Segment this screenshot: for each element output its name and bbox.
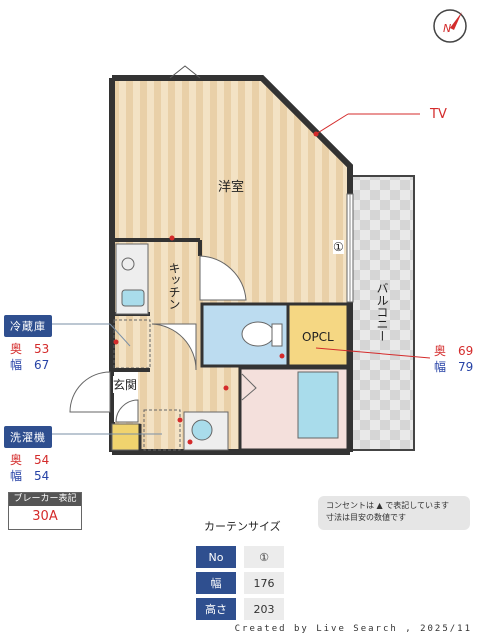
breaker-value: 30A: [32, 509, 58, 524]
room-label-balcony: バルコニー: [375, 282, 389, 342]
curtain-row-value: ①: [244, 546, 284, 568]
curtain-row-label: 高さ: [196, 598, 236, 620]
curtain-row: 幅 176: [196, 572, 284, 594]
room-label-opcl: OPCL: [302, 330, 334, 344]
note-line-1: コンセントは ▲ で表記しています: [326, 501, 449, 510]
breaker-title: ブレーカー表記: [9, 493, 81, 506]
fridge-tag: 冷蔵庫: [4, 315, 52, 337]
curtain-row-value: 176: [244, 572, 284, 594]
note-line-2: 寸法は目安の数値です: [326, 513, 406, 522]
room-label-entrance: 玄関: [113, 376, 138, 393]
room-label-western: 洋室: [218, 180, 245, 195]
tv-label: TV: [430, 107, 447, 122]
curtain-row-value: 203: [244, 598, 284, 620]
curtain-row: No ①: [196, 546, 284, 568]
room-label-kitchen: キッチン: [167, 262, 181, 310]
note-box: コンセントは ▲ で表記しています 寸法は目安の数値です: [318, 496, 470, 530]
curtain-row: 高さ 203: [196, 598, 284, 620]
window-marker: ①: [333, 240, 344, 254]
curtain-row-label: No: [196, 546, 236, 568]
washer-tag: 洗濯機: [4, 426, 52, 448]
breaker-box: ブレーカー表記 30A: [8, 492, 82, 530]
footer-credit: Created by Live Search , 2025/11: [234, 624, 472, 634]
curtain-row-label: 幅: [196, 572, 236, 594]
curtain-title: カーテンサイズ: [204, 520, 281, 533]
compass-north-label: N: [443, 22, 452, 35]
